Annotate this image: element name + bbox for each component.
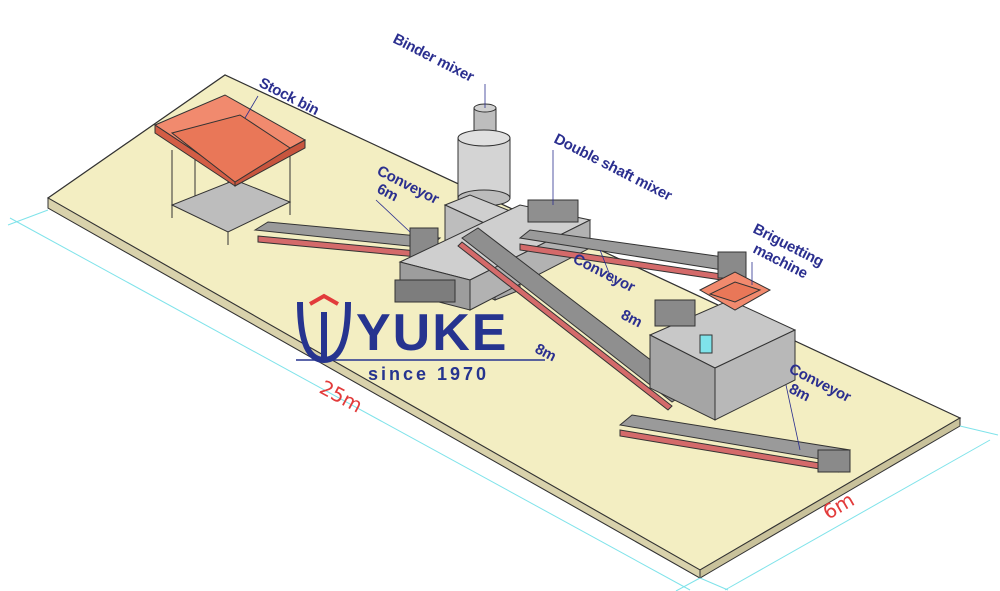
label-binder-mixer: Binder mixer	[390, 30, 477, 85]
brand-logo: YUKE since 1970	[296, 293, 545, 384]
conveyor-8m-upper	[518, 229, 747, 283]
label-double-shaft-mixer: Double shaft mixer	[551, 130, 675, 204]
dimension-lines	[7, 209, 999, 591]
briquetting-machine	[648, 271, 797, 421]
stock-bin	[153, 94, 307, 245]
logo-brand: YUKE	[356, 304, 508, 362]
logo-tagline: since 1970	[368, 364, 489, 384]
conveyor-8m-lower	[618, 414, 852, 473]
